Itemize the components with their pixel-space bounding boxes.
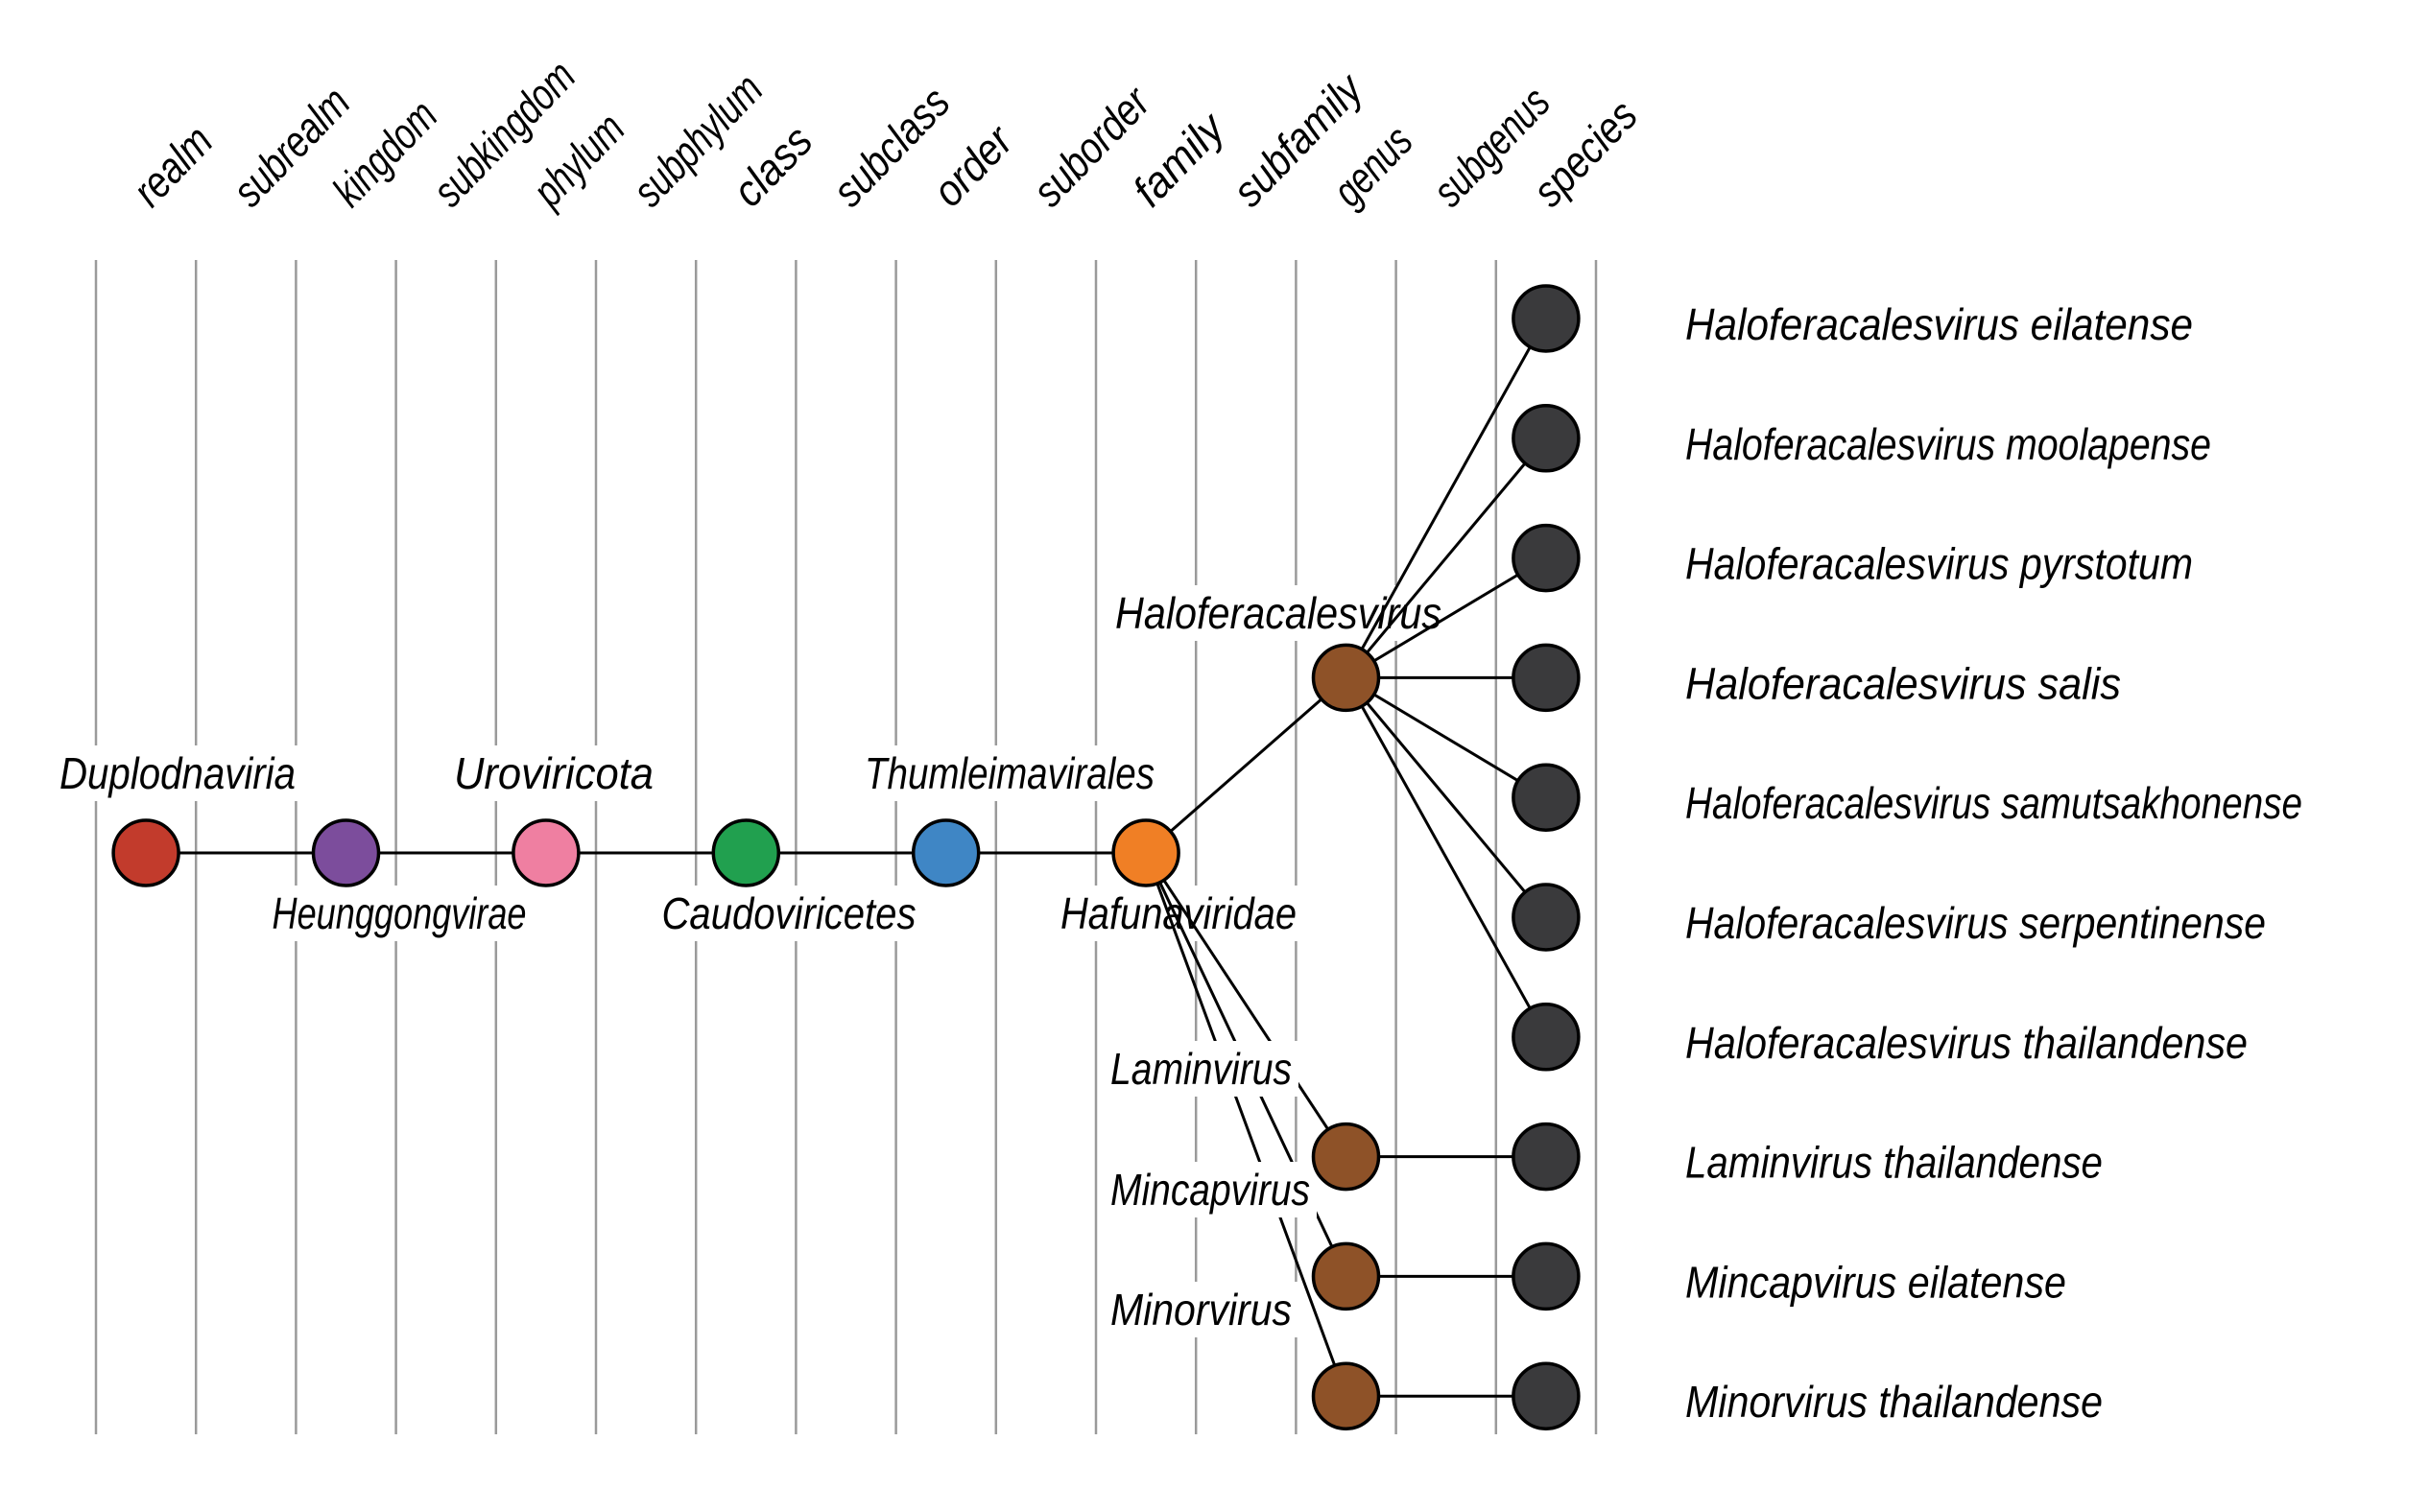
genus-to-species-edge [1345, 676, 1548, 918]
species-node-minorvirus-thailandense [1512, 1361, 1581, 1430]
species-label-haloferacalesvirus-eilatense: Haloferacalesvirus eilatense [1685, 299, 2193, 349]
taxon-node-laminvirus [1311, 1122, 1381, 1192]
taxon-node-thumleimavirales [911, 818, 981, 887]
taxon-label-thumleimavirales: Thumleimavirales [865, 748, 1155, 798]
rank-header-realm: realm [123, 115, 222, 215]
species-node-laminvirus-thailandense [1512, 1122, 1581, 1192]
label-background [1104, 1041, 1298, 1097]
family-to-genus-edge [1144, 852, 1347, 1397]
label-background [53, 745, 302, 801]
genus-to-species-edge [1345, 556, 1547, 679]
taxon-node-heunggongvirae [311, 818, 381, 887]
family-to-genus-edge [1144, 852, 1347, 1158]
species-node-haloferacalesvirus-eilatense [1512, 284, 1581, 353]
species-label-haloferacalesvirus-salis: Haloferacalesvirus salis [1685, 658, 2121, 708]
genus-to-species-edge [1345, 676, 1547, 799]
species-label-minorvirus-thailandense: Minorvirus thailandense [1685, 1377, 2103, 1427]
genus-to-species-edge [1345, 676, 1548, 1038]
species-label-haloferacalesvirus-moolapense: Haloferacalesvirus moolapense [1685, 419, 2211, 469]
taxon-label-caudoviricetes: Caudoviricetes [662, 888, 917, 938]
taxon-label-laminvirus: Laminvirus [1110, 1044, 1292, 1094]
taxon-node-minorvirus [1311, 1361, 1381, 1430]
taxon-label-hafunaviridae: Hafunaviridae [1060, 888, 1297, 938]
genus-to-species-edge [1345, 318, 1548, 679]
species-label-haloferacalesvirus-thailandense: Haloferacalesvirus thailandense [1685, 1018, 2248, 1068]
taxon-label-duplodnaviria: Duplodnaviria [60, 748, 296, 798]
species-label-haloferacalesvirus-serpentinense: Haloferacalesvirus serpentinense [1685, 898, 2266, 948]
species-label-haloferacalesvirus-samutsakhonense: Haloferacalesvirus samutsakhonense [1685, 778, 2302, 828]
species-label-haloferacalesvirus-pyrstotum: Haloferacalesvirus pyrstotum [1685, 539, 2193, 589]
taxon-label-minorvirus: Minorvirus [1110, 1285, 1292, 1335]
taxon-node-mincapvirus [1311, 1241, 1381, 1311]
rank-headers-layer: realmsubrealmkingdomsubkingdomphylumsubp… [123, 51, 1647, 217]
taxon-node-duplodnaviria [111, 818, 180, 887]
species-node-haloferacalesvirus-thailandense [1512, 1003, 1581, 1072]
genus-labels-layer: HaloferacalesvirusLaminvirusMincapvirusM… [1104, 585, 1448, 1337]
species-label-mincapvirus-eilatense: Mincapvirus eilatense [1685, 1257, 2066, 1307]
species-node-mincapvirus-eilatense [1512, 1241, 1581, 1311]
taxon-node-haloferacalesvirus [1311, 643, 1381, 713]
taxon-node-uroviricota [512, 818, 581, 887]
taxon-node-hafunaviridae [1111, 818, 1180, 887]
label-background [1054, 886, 1303, 941]
label-background [655, 886, 923, 941]
label-background [447, 745, 660, 801]
taxon-label-mincapvirus: Mincapvirus [1110, 1165, 1310, 1215]
taxon-nodes-layer: Haloferacalesvirus eilatenseHaloferacale… [111, 284, 2302, 1430]
label-background [1104, 1282, 1298, 1337]
taxon-label-heunggongvirae: Heunggongvirae [273, 888, 527, 938]
species-node-haloferacalesvirus-pyrstotum [1512, 523, 1581, 593]
label-background [1104, 1162, 1317, 1217]
species-edges-layer [1345, 318, 1548, 1398]
species-node-haloferacalesvirus-salis [1512, 643, 1581, 713]
species-label-laminvirus-thailandense: Laminvirus thailandense [1685, 1138, 2103, 1188]
family-to-genus-edge [1145, 676, 1347, 855]
rank-gridlines-layer [94, 260, 1598, 1434]
label-background [858, 745, 1161, 801]
species-node-haloferacalesvirus-samutsakhonense [1512, 763, 1581, 832]
genus-to-species-edge [1345, 437, 1548, 679]
taxon-node-caudoviricetes [711, 818, 781, 887]
species-node-haloferacalesvirus-moolapense [1512, 404, 1581, 473]
taxon-label-uroviricota: Uroviricota [454, 748, 654, 798]
species-node-haloferacalesvirus-serpentinense [1512, 883, 1581, 952]
label-background [265, 886, 534, 941]
